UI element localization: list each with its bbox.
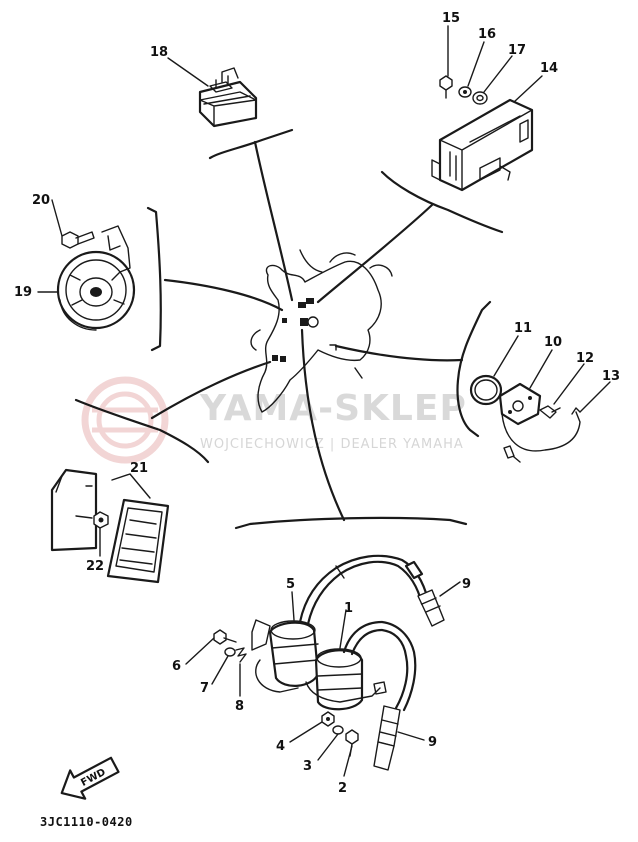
coil-nut-4 bbox=[321, 711, 335, 727]
callout-18: 18 bbox=[150, 45, 168, 60]
bracket-horn bbox=[146, 206, 162, 352]
group-brackets bbox=[74, 128, 504, 530]
cdi-bolt-15 bbox=[439, 75, 453, 99]
callout-17: 17 bbox=[508, 43, 526, 58]
watermark-title: YAMA-SKLEP bbox=[199, 388, 467, 429]
ht-lead-upper bbox=[298, 554, 445, 627]
relay-part bbox=[198, 67, 258, 128]
reflector-part bbox=[50, 468, 170, 584]
bracket-coil bbox=[234, 516, 468, 530]
reflector-stud-22 bbox=[75, 511, 109, 529]
callouts: 1 2 3 4 5 6 7 8 9 9 10 11 12 13 14 15 16… bbox=[14, 11, 620, 796]
watermark-logo-icon bbox=[81, 376, 169, 464]
cdi-washer-16 bbox=[458, 86, 472, 98]
callout-9-lower: 9 bbox=[428, 735, 437, 750]
bracket-cdi bbox=[380, 170, 504, 234]
callout-8: 8 bbox=[235, 699, 244, 714]
sensor-oring-11 bbox=[469, 374, 503, 406]
callout-11: 11 bbox=[514, 321, 532, 336]
frame-sketch bbox=[250, 249, 393, 413]
group-leaders bbox=[150, 140, 464, 522]
ignition-coil-1 bbox=[305, 648, 387, 711]
callout-5: 5 bbox=[286, 577, 295, 592]
callout-19: 19 bbox=[14, 285, 32, 300]
callout-2: 2 bbox=[338, 781, 347, 796]
coil-bolt-2 bbox=[345, 729, 359, 757]
callout-9-upper: 9 bbox=[462, 577, 471, 592]
callout-1: 1 bbox=[344, 601, 353, 616]
callout-15: 15 bbox=[442, 11, 460, 26]
sensor-lead-13 bbox=[501, 407, 581, 463]
callout-13: 13 bbox=[602, 369, 620, 384]
coil-washer-7 bbox=[224, 647, 236, 657]
callout-6: 6 bbox=[172, 659, 181, 674]
callout-12: 12 bbox=[576, 351, 594, 366]
callout-4: 4 bbox=[276, 739, 285, 754]
bracket-sensor bbox=[456, 300, 492, 438]
ht-lead-lower bbox=[342, 620, 417, 771]
watermark: YAMA-SKLEP WOJCIECHOWICZ | DEALER YAMAHA bbox=[81, 376, 467, 464]
callout-leaders bbox=[37, 25, 611, 777]
watermark-subtitle: WOJCIECHOWICZ | DEALER YAMAHA bbox=[200, 437, 464, 452]
sensor-switch-10 bbox=[498, 382, 542, 426]
callout-14: 14 bbox=[540, 61, 558, 76]
callout-10: 10 bbox=[544, 335, 562, 350]
bracket-reflector bbox=[74, 398, 210, 464]
coil-spring-washer-8 bbox=[235, 647, 247, 663]
horn-part bbox=[56, 225, 136, 331]
callout-21: 21 bbox=[130, 461, 148, 476]
coil-bolt-6 bbox=[213, 629, 237, 645]
callout-3: 3 bbox=[303, 759, 312, 774]
coil-washer-3 bbox=[332, 725, 344, 735]
bracket-relay bbox=[208, 128, 294, 160]
callout-7: 7 bbox=[200, 681, 209, 696]
callout-16: 16 bbox=[478, 27, 496, 42]
catalog-code: 3JC1110-0420 bbox=[40, 815, 133, 829]
horn-bolt-20 bbox=[61, 231, 95, 249]
cdi-collar-17 bbox=[472, 91, 488, 105]
callout-20: 20 bbox=[32, 193, 50, 208]
sensor-screw-12 bbox=[539, 405, 561, 419]
callout-22: 22 bbox=[86, 559, 104, 574]
cdi-unit-part bbox=[431, 98, 534, 192]
fwd-arrow-icon: FWD bbox=[60, 756, 120, 800]
ignition-coil-5 bbox=[251, 619, 320, 693]
